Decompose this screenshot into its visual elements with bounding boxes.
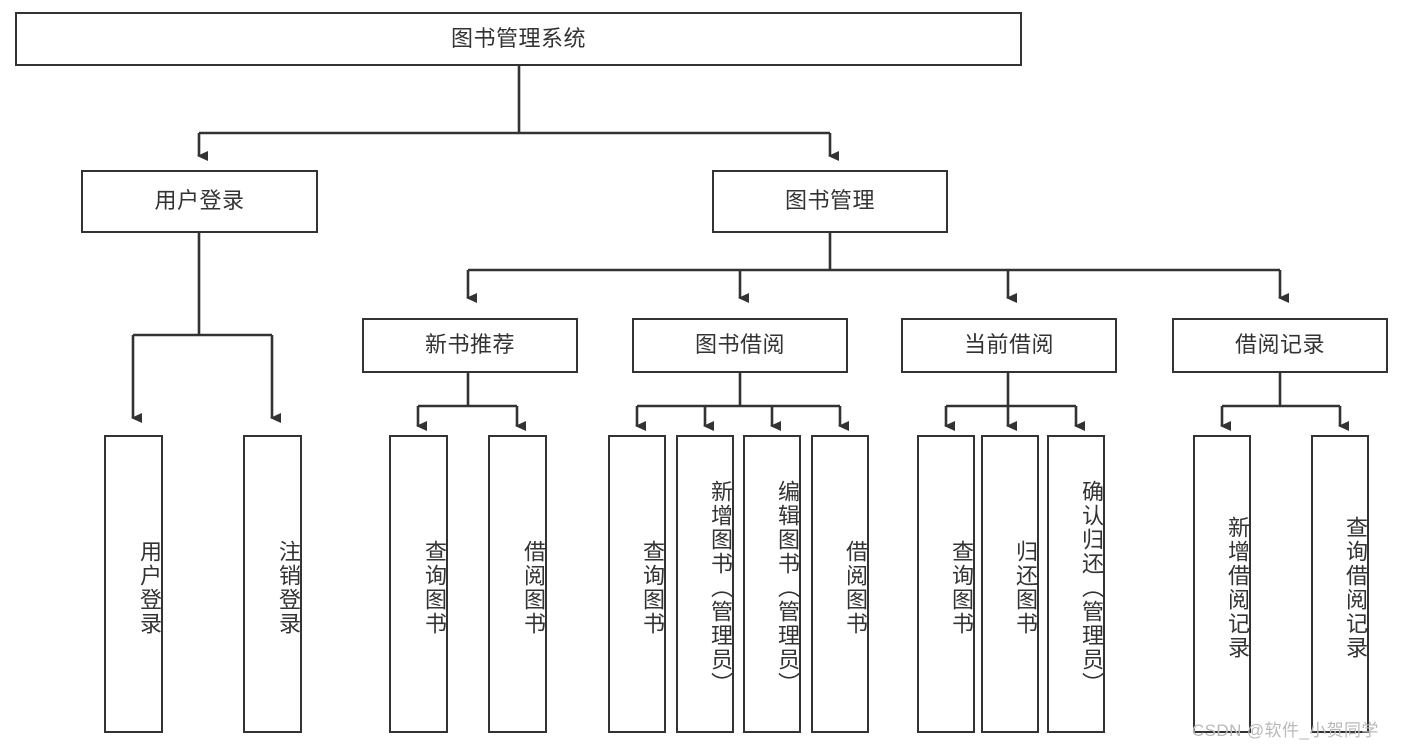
node-label: 新书推荐 bbox=[424, 332, 515, 358]
node-current-borrow[interactable]: 当前借阅 bbox=[901, 318, 1117, 373]
node-label: 用户登录 bbox=[137, 540, 162, 636]
node-label: 借阅图书 bbox=[521, 540, 546, 636]
leaf-new-book-query-book[interactable]: 查询图书 bbox=[389, 435, 448, 733]
node-user-login[interactable]: 用户登录 bbox=[81, 170, 318, 233]
leaf-book-borrow-edit-book-admin[interactable]: 编辑图书（管理员） bbox=[743, 435, 801, 733]
leaf-book-borrow-borrow-book[interactable]: 借阅图书 bbox=[811, 435, 869, 733]
node-label: 借阅记录 bbox=[1234, 332, 1325, 358]
node-label: 新增图书（管理员） bbox=[708, 480, 733, 696]
leaf-book-borrow-query-book[interactable]: 查询图书 bbox=[608, 435, 666, 733]
leaf-current-borrow-confirm-return-admin[interactable]: 确认归还（管理员） bbox=[1047, 435, 1105, 733]
node-label: 确认归还（管理员） bbox=[1079, 480, 1104, 696]
node-label: 新增借阅记录 bbox=[1225, 516, 1250, 660]
node-label: 用户登录 bbox=[154, 188, 245, 214]
node-label: 查询借阅记录 bbox=[1343, 516, 1368, 660]
node-borrow-record[interactable]: 借阅记录 bbox=[1172, 318, 1388, 373]
node-new-book-recommend[interactable]: 新书推荐 bbox=[362, 318, 578, 373]
node-label: 注销登录 bbox=[276, 540, 301, 636]
node-label: 图书管理系统 bbox=[450, 25, 586, 51]
node-label: 归还图书 bbox=[1013, 540, 1038, 636]
node-label: 图书管理 bbox=[784, 188, 875, 214]
leaf-new-book-borrow-book[interactable]: 借阅图书 bbox=[488, 435, 547, 733]
node-label: 当前借阅 bbox=[963, 332, 1054, 358]
leaf-borrow-record-query-record[interactable]: 查询借阅记录 bbox=[1311, 435, 1369, 733]
node-root-book-management-system[interactable]: 图书管理系统 bbox=[15, 12, 1022, 66]
node-book-borrow[interactable]: 图书借阅 bbox=[632, 318, 848, 373]
node-label: 编辑图书（管理员） bbox=[775, 480, 800, 696]
leaf-borrow-record-add-record[interactable]: 新增借阅记录 bbox=[1193, 435, 1251, 733]
leaf-book-borrow-add-book-admin[interactable]: 新增图书（管理员） bbox=[676, 435, 734, 733]
csdn-watermark: CSDN @软件_小贺同学 bbox=[1192, 721, 1379, 740]
node-label: 查询图书 bbox=[422, 540, 447, 636]
node-label: 图书借阅 bbox=[694, 332, 785, 358]
leaf-current-borrow-query-book[interactable]: 查询图书 bbox=[917, 435, 975, 733]
leaf-user-login-logout[interactable]: 注销登录 bbox=[243, 435, 302, 733]
node-label: 借阅图书 bbox=[843, 540, 868, 636]
leaf-user-login-login[interactable]: 用户登录 bbox=[104, 435, 163, 733]
node-book-management[interactable]: 图书管理 bbox=[712, 170, 948, 233]
node-label: 查询图书 bbox=[949, 540, 974, 636]
leaf-current-borrow-return-book[interactable]: 归还图书 bbox=[981, 435, 1039, 733]
node-label: 查询图书 bbox=[640, 540, 665, 636]
